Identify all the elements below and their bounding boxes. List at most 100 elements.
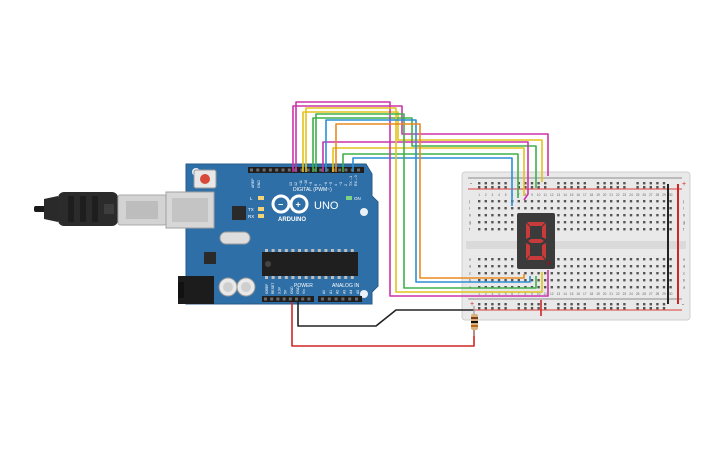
breadboard-column-label: 15 — [570, 193, 574, 197]
breadboard-column-label: 14 — [563, 292, 567, 296]
breadboard-row-label: h — [469, 212, 471, 217]
digital-pin-label: ~10 — [304, 180, 308, 186]
header-pin-label: GND — [257, 180, 261, 188]
led-on-label: ON — [354, 196, 361, 201]
digital-pin-label: ~6 — [324, 182, 328, 186]
breadboard-row-label: g — [469, 219, 471, 224]
breadboard-row-label: j — [682, 198, 684, 203]
analog-pin-label: A3 — [342, 290, 346, 294]
breadboard-column-label: 7 — [518, 292, 520, 296]
wire-magenta-bottom — [295, 101, 549, 297]
resistor[interactable] — [471, 306, 478, 336]
jumper-wires[interactable] — [291, 101, 549, 347]
breadboard-column-label: 22 — [616, 292, 620, 296]
breadboard-column-label: 27 — [649, 292, 653, 296]
breadboard-column-label: 18 — [590, 193, 594, 197]
reset-button[interactable] — [193, 169, 217, 189]
breadboard-column-label: 12 — [550, 193, 554, 197]
breadboard-column-label: 29 — [662, 193, 666, 197]
breadboard-column-label: 28 — [656, 292, 660, 296]
breadboard-column-label: 1 — [478, 292, 480, 296]
breadboard-column-label: 15 — [570, 292, 574, 296]
breadboard-row-label: g — [683, 219, 685, 224]
breadboard-column-label: 4 — [498, 292, 500, 296]
arduino-model-label: UNO — [314, 200, 339, 212]
breadboard-row-label: e — [683, 256, 686, 261]
segment-icon — [528, 239, 544, 243]
atmega-chip — [262, 252, 358, 276]
crystal-icon — [219, 231, 251, 245]
analog-pin-label: A5 — [356, 290, 360, 294]
breadboard-column-label: 11 — [544, 292, 548, 296]
digital-pin-label: 4 — [334, 184, 338, 186]
usb-cable[interactable] — [34, 192, 167, 226]
onboard-leds: L TX RX ON — [248, 196, 361, 219]
power-jack — [178, 276, 214, 304]
wire-orange-bottom — [335, 123, 525, 279]
digital-header-label: DIGITAL (PWM~) — [293, 187, 332, 193]
breadboard-column-label: 24 — [629, 193, 633, 197]
breadboard-row-label: h — [683, 212, 685, 217]
wire-green-top — [312, 117, 537, 188]
rail-minus-label-bottom: - — [682, 302, 684, 308]
analog-header[interactable] — [318, 296, 362, 302]
segment-icon — [542, 243, 546, 259]
rail-plus-label-bottom: + — [470, 301, 474, 308]
digital-pin-label: ~5 — [329, 182, 333, 186]
breadboard-column-label: 17 — [583, 292, 587, 296]
digital-pin-label: TX→1 — [349, 176, 353, 186]
breadboard-column-label: 17 — [583, 193, 587, 197]
arduino-logo: − + — [271, 194, 309, 214]
breadboard-column-label: 22 — [616, 193, 620, 197]
display-digit-value: 8 — [0, 0, 1, 1]
arduino-uno-board[interactable]: − + ARDUINO UNO L TX RX ON DIGITAL (PWM~… — [165, 163, 379, 305]
rail-minus-label: - — [470, 181, 472, 187]
analog-pin-label: A2 — [336, 290, 340, 294]
breadboard-column-label: 2 — [485, 292, 487, 296]
seven-segment-digit: 8 — [0, 0, 546, 260]
breadboard-column-label: 3 — [492, 292, 494, 296]
analog-pin-label: A0 — [322, 290, 326, 294]
breadboard-row-label: d — [469, 263, 471, 268]
breadboard-row-label: j — [468, 198, 470, 203]
header-pin-label: AREF — [251, 178, 255, 188]
decimal-point-icon — [547, 261, 551, 265]
segment-icon — [542, 223, 546, 239]
breadboard-row-label: f — [683, 226, 685, 231]
breadboard-column-label: 29 — [662, 292, 666, 296]
digital-pin-label: 8 — [314, 184, 318, 186]
breadboard-row-label: d — [683, 263, 685, 268]
breadboard-column-label: 5 — [505, 292, 507, 296]
wire-yellow-top-2 — [332, 147, 525, 196]
digital-pin-label: 12 — [294, 182, 298, 186]
breadboard-column-label: 24 — [629, 292, 633, 296]
breadboard-column-label: 8 — [525, 193, 527, 197]
power-pin-label: 3.3V — [277, 286, 281, 294]
breadboard-column-label: 1 — [478, 193, 480, 197]
breadboard-column-label: 28 — [656, 193, 660, 197]
digital-pin-label: 2 — [344, 184, 348, 186]
breadboard-row-label: e — [469, 256, 472, 261]
breadboard-row-label: c — [683, 270, 685, 275]
breadboard-column-label: 30 — [669, 292, 673, 296]
breadboard-column-label: 21 — [609, 193, 613, 197]
breadboard[interactable]: 1122334455667788991010111112121313141415… — [461, 171, 691, 321]
power-pin-label: Vin — [302, 289, 306, 294]
wire-green-bottom — [315, 113, 537, 289]
breadboard-column-label: 20 — [603, 193, 607, 197]
power-header-label: POWER — [294, 283, 313, 289]
breadboard-column-label: 18 — [590, 292, 594, 296]
led-tx-label: TX — [248, 207, 254, 212]
led-l-label: L — [250, 196, 253, 201]
arduino-brand-label: ARDUINO — [278, 217, 306, 223]
power-header[interactable] — [262, 296, 314, 302]
breadboard-column-label: 19 — [596, 292, 600, 296]
analog-pin-label: A4 — [349, 290, 353, 294]
breadboard-column-label: 16 — [576, 193, 580, 197]
wire-blue-bottom — [325, 119, 531, 283]
breadboard-column-label: 23 — [623, 193, 627, 197]
breadboard-column-label: 7 — [518, 193, 520, 197]
breadboard-column-label: 13 — [557, 292, 561, 296]
seven-segment-display[interactable]: 8 — [0, 0, 555, 269]
